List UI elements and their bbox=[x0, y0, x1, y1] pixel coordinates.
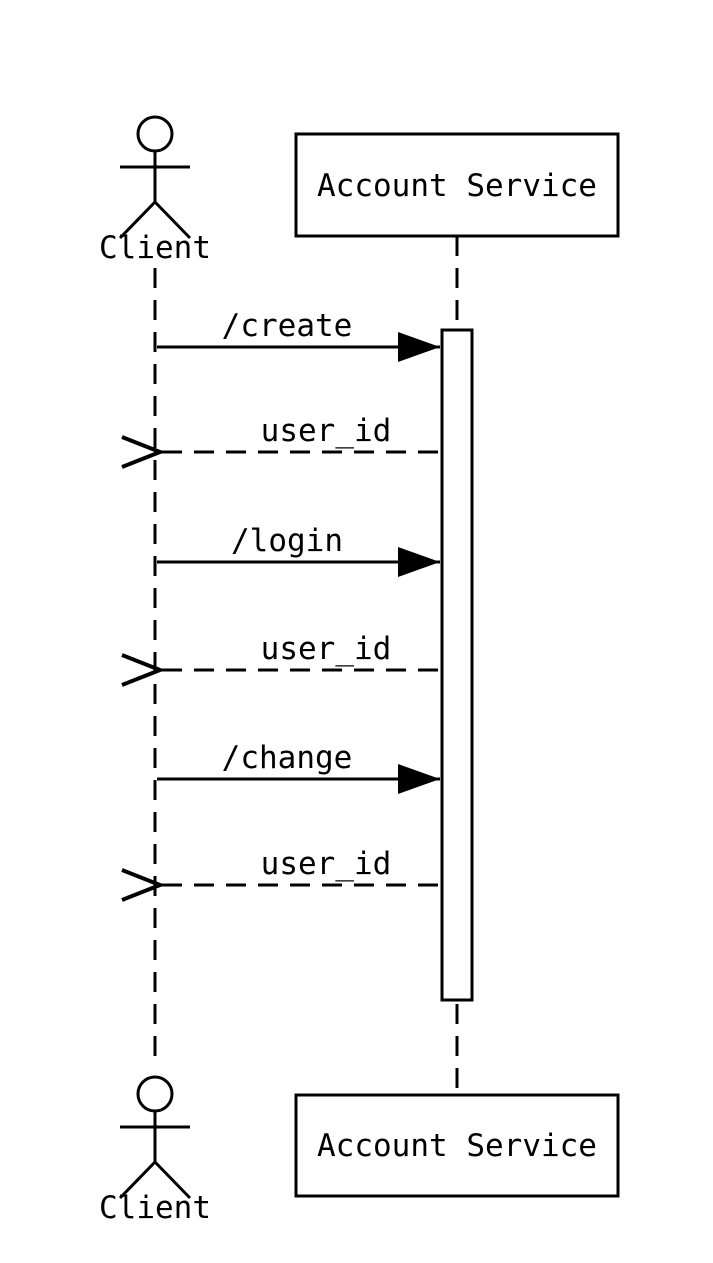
message-label: user_id bbox=[261, 846, 392, 882]
client-actor-bottom: Client bbox=[99, 1075, 211, 1226]
message-response-2: user_id bbox=[160, 631, 438, 670]
message-response-1: user_id bbox=[160, 413, 438, 452]
client-label-top: Client bbox=[99, 230, 211, 266]
activation-bar bbox=[440, 328, 474, 1002]
message-change: /change bbox=[157, 740, 440, 794]
actor-icon bbox=[136, 1075, 174, 1113]
client-label-bottom: Client bbox=[99, 1190, 211, 1226]
message-create: /create bbox=[157, 308, 440, 362]
message-label: /create bbox=[222, 308, 353, 344]
message-login: /login bbox=[157, 523, 440, 577]
message-response-3: user_id bbox=[160, 846, 438, 885]
service-label-bottom: Account Service bbox=[317, 1128, 597, 1164]
client-actor-top: Client bbox=[99, 115, 211, 266]
message-label: user_id bbox=[261, 631, 392, 667]
message-label: user_id bbox=[261, 413, 392, 449]
actor-icon bbox=[136, 115, 174, 153]
service-label-top: Account Service bbox=[317, 168, 597, 204]
service-box-bottom: Account Service bbox=[294, 1093, 620, 1198]
message-label: /change bbox=[222, 740, 353, 776]
service-box-top: Account Service bbox=[294, 132, 620, 238]
message-label: /login bbox=[231, 523, 343, 559]
